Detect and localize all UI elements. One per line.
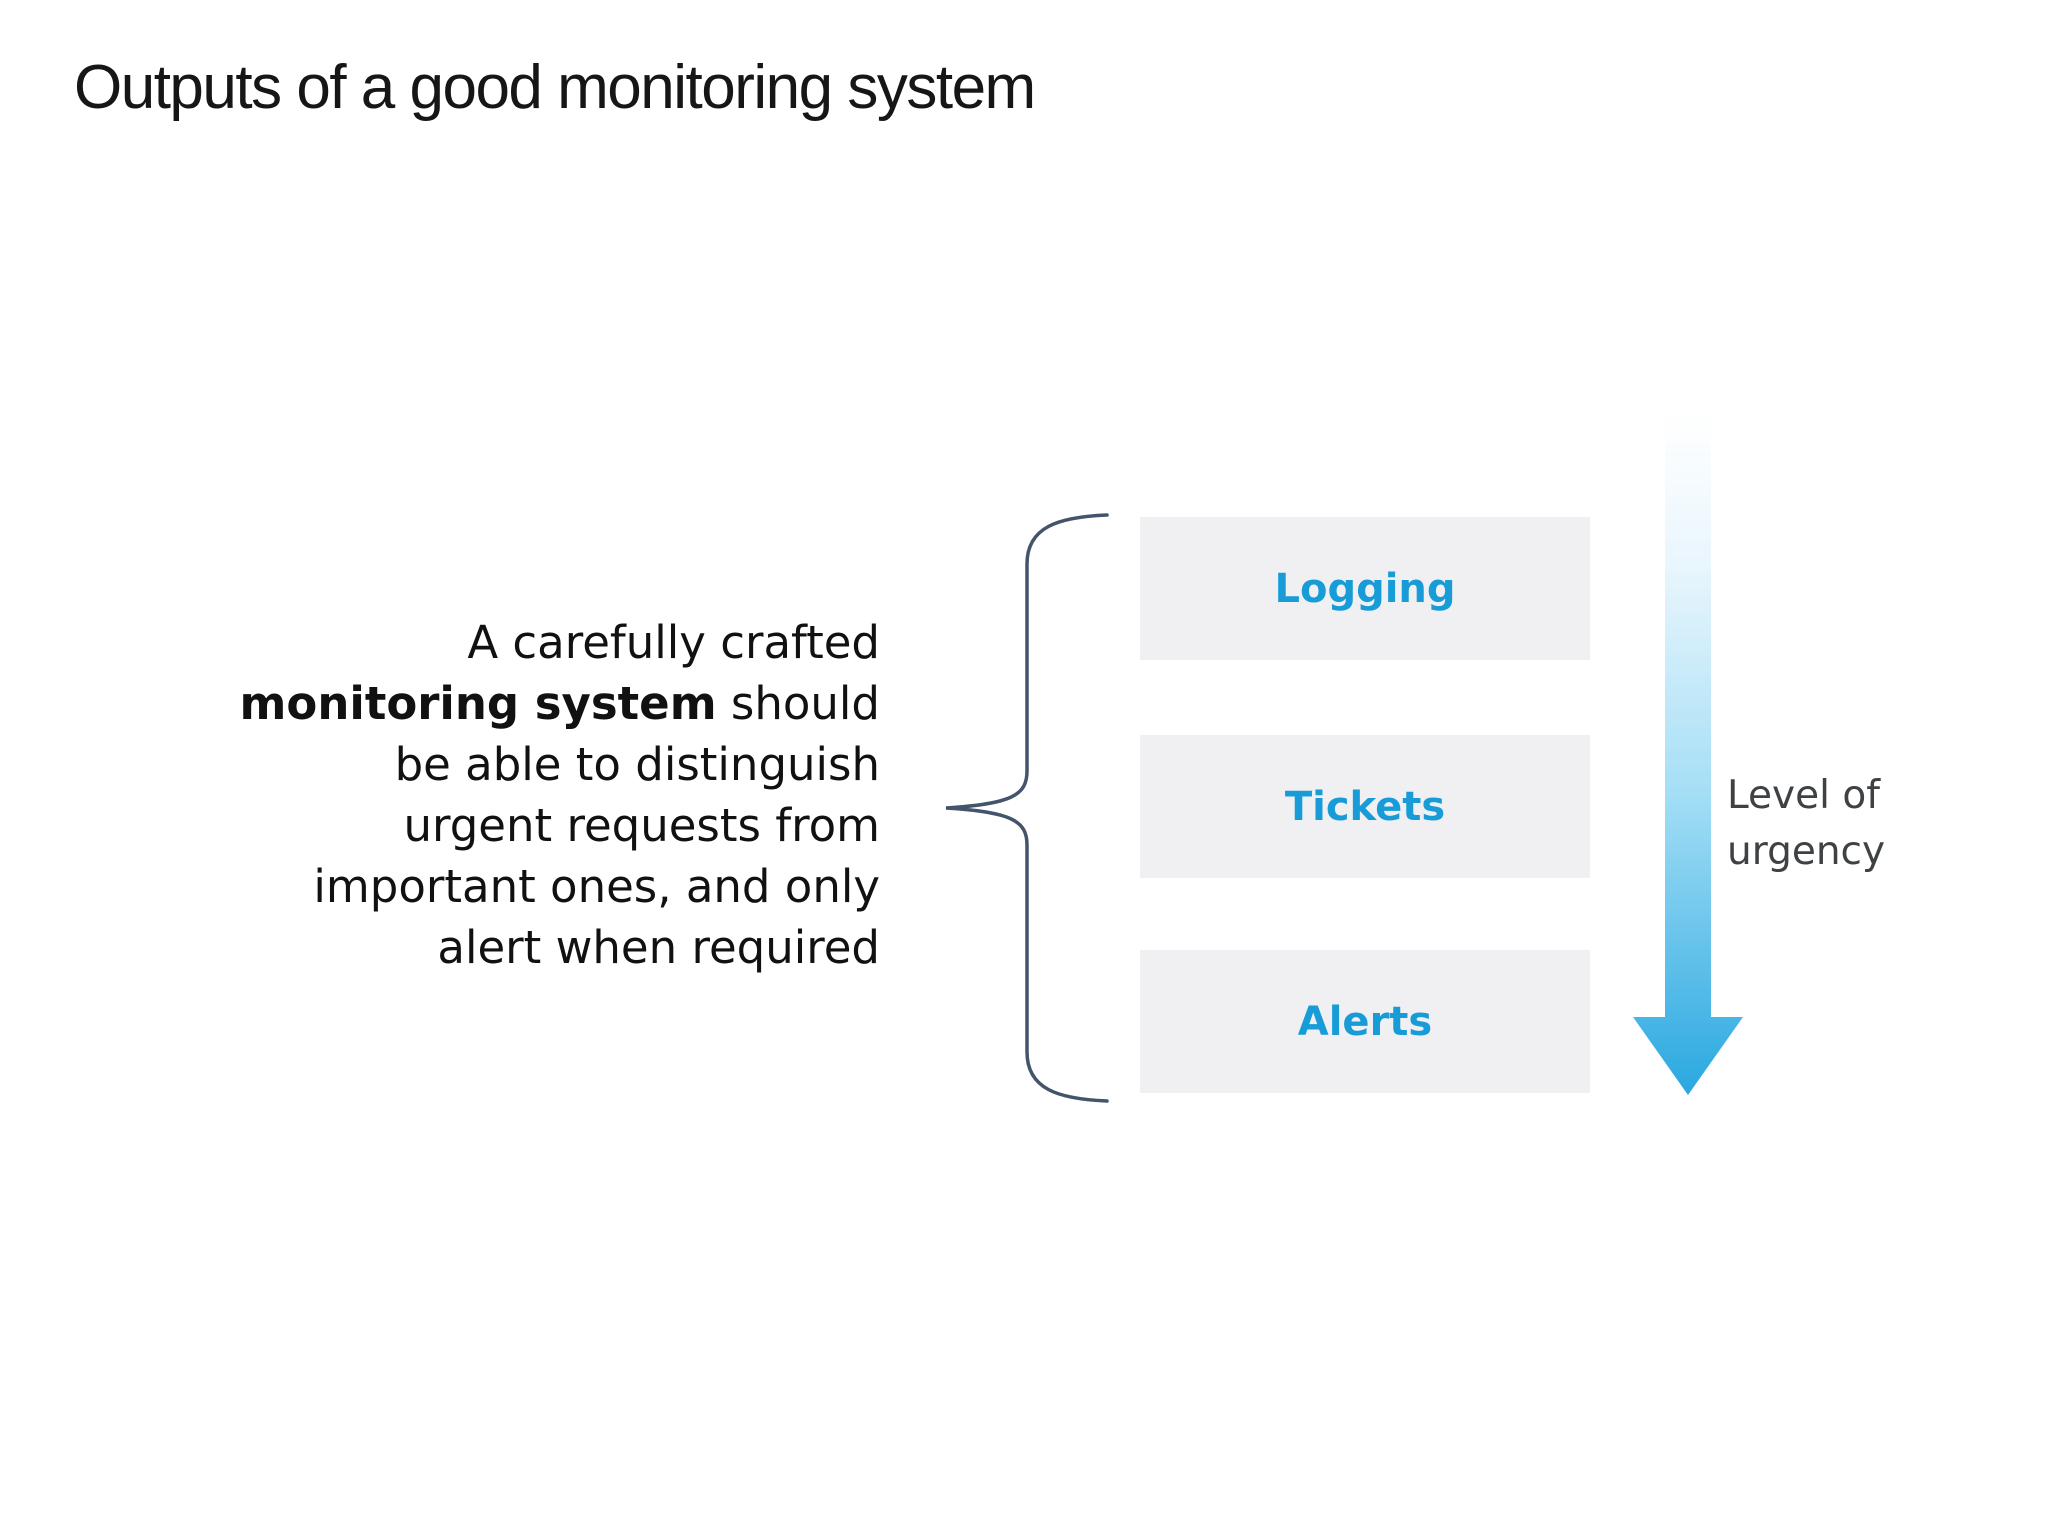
urgency-arrow-icon xyxy=(1633,412,1743,1095)
output-box-tickets: Tickets xyxy=(1140,735,1590,878)
description-paragraph: A carefully crafted monitoring system sh… xyxy=(100,612,880,978)
paragraph-line: alert when required xyxy=(437,921,880,974)
output-box-alerts: Alerts xyxy=(1140,950,1590,1093)
output-box-label: Tickets xyxy=(1284,783,1446,830)
paragraph-line: be able to distinguish xyxy=(394,738,880,791)
paragraph-bold-phrase: monitoring system xyxy=(239,677,717,730)
paragraph-line: A carefully crafted xyxy=(467,616,880,669)
paragraph-line-rest: should xyxy=(716,677,880,730)
paragraph-line: urgent requests from xyxy=(403,799,880,852)
page-title: Outputs of a good monitoring system xyxy=(74,53,1036,122)
paragraph-line: monitoring system should xyxy=(100,673,880,734)
urgency-label-line: urgency xyxy=(1727,829,1886,874)
curly-brace-icon xyxy=(945,513,1109,1103)
output-box-label: Alerts xyxy=(1297,998,1433,1045)
urgency-axis-label: Level of urgency xyxy=(1727,768,1885,880)
output-box-label: Logging xyxy=(1274,565,1456,612)
urgency-label-line: Level of xyxy=(1727,773,1880,818)
paragraph-line: important ones, and only xyxy=(313,860,880,913)
output-box-logging: Logging xyxy=(1140,517,1590,660)
